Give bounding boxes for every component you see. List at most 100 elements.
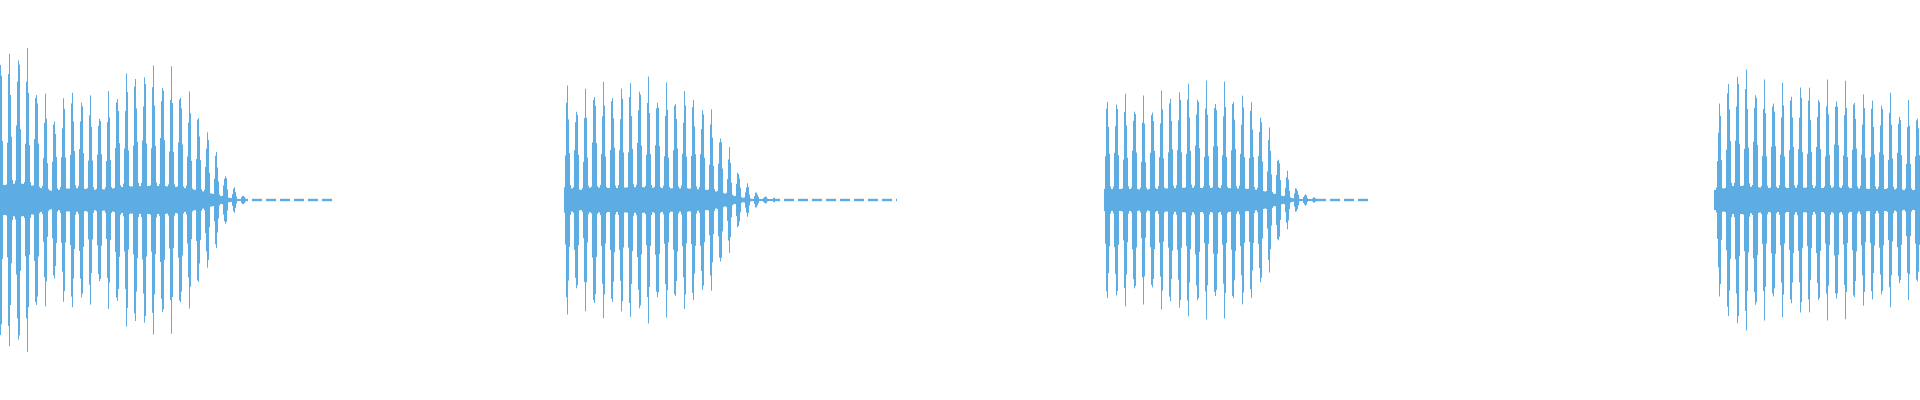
waveform-sample xyxy=(1824,186,1825,214)
waveform-sample xyxy=(1819,102,1820,298)
waveform-sample xyxy=(790,198,791,202)
waveform-sample xyxy=(160,138,161,262)
waveform-sample xyxy=(14,183,15,217)
waveform-sample xyxy=(25,143,26,257)
waveform-sample xyxy=(1345,198,1346,202)
waveform-sample xyxy=(1768,188,1769,212)
waveform-sample xyxy=(1121,189,1122,211)
waveform-sample xyxy=(1727,93,1728,307)
waveform-sample xyxy=(114,187,115,213)
waveform-sample xyxy=(1280,179,1281,221)
waveform-sample xyxy=(213,193,214,207)
waveform-sample xyxy=(1736,106,1737,294)
waveform-sample xyxy=(156,182,157,218)
waveform-sample xyxy=(1742,186,1743,214)
waveform-sample xyxy=(813,198,814,202)
waveform-sample xyxy=(760,199,761,201)
waveform-sample xyxy=(147,185,148,215)
waveform-sample xyxy=(97,154,98,246)
waveform-sample xyxy=(1257,187,1258,213)
waveform-sample xyxy=(56,157,57,243)
waveform-sample xyxy=(1162,109,1163,291)
waveform-sample xyxy=(141,182,142,218)
waveform-sample xyxy=(591,186,592,214)
waveform-sample xyxy=(1746,69,1747,331)
waveform-sample xyxy=(63,98,64,302)
waveform-sample xyxy=(1277,160,1278,240)
waveform-sample xyxy=(190,113,191,287)
waveform-sample xyxy=(81,102,82,298)
waveform-sample xyxy=(1126,125,1127,275)
waveform-sample xyxy=(206,148,207,252)
waveform-sample xyxy=(1827,79,1828,321)
waveform-sample xyxy=(173,151,174,249)
waveform-sample xyxy=(1152,112,1153,288)
waveform-sample xyxy=(565,155,566,245)
waveform-sample xyxy=(573,186,574,214)
waveform-sample xyxy=(1779,185,1780,215)
waveform-sample xyxy=(1723,188,1724,212)
waveform-sample xyxy=(168,184,169,216)
waveform-sample xyxy=(1116,104,1117,296)
waveform-sample xyxy=(1348,198,1349,202)
waveform-sample xyxy=(1825,156,1826,244)
waveform-sample xyxy=(887,198,888,202)
waveform-sample xyxy=(185,188,186,212)
waveform-sample xyxy=(315,198,316,202)
waveform-sample xyxy=(1266,191,1267,209)
waveform-sample xyxy=(90,95,91,305)
waveform-sample xyxy=(1337,198,1338,202)
waveform-sample xyxy=(1840,187,1841,213)
waveform-sample xyxy=(1352,198,1353,202)
waveform-sample xyxy=(583,161,584,239)
waveform-sample xyxy=(1728,83,1729,317)
waveform-sample xyxy=(1284,195,1285,205)
waveform-sample xyxy=(282,198,283,202)
waveform-sample xyxy=(223,185,224,215)
waveform-sample xyxy=(712,137,713,263)
waveform-sample xyxy=(1196,114,1197,286)
waveform-sample xyxy=(1179,92,1180,308)
waveform-sample xyxy=(1745,89,1746,311)
waveform-sample xyxy=(719,142,720,258)
waveform-sample xyxy=(1719,103,1720,297)
waveform-sample xyxy=(1114,152,1115,248)
waveform-sample xyxy=(260,198,261,202)
waveform-sample xyxy=(1338,198,1339,202)
waveform-sample xyxy=(1253,156,1254,244)
waveform-sample xyxy=(710,124,711,276)
waveform-sample xyxy=(1311,199,1312,201)
waveform-sample xyxy=(843,198,844,202)
waveform-sample xyxy=(1741,186,1742,214)
waveform-sample xyxy=(0,65,1,335)
waveform-sample xyxy=(1889,112,1890,288)
waveform-sample xyxy=(1796,187,1797,213)
waveform-sample xyxy=(1303,196,1304,204)
waveform-sample xyxy=(20,129,21,271)
waveform-sample xyxy=(1265,191,1266,209)
waveform-sample xyxy=(1913,190,1914,210)
waveform-sample xyxy=(1738,83,1739,317)
waveform-sample xyxy=(1724,188,1725,212)
waveform-sample xyxy=(590,187,591,213)
waveform-sample xyxy=(1250,110,1251,290)
waveform-sample xyxy=(136,108,137,292)
waveform-sample xyxy=(1798,149,1799,251)
waveform-sample xyxy=(1193,187,1194,213)
waveform-sample xyxy=(67,188,68,212)
waveform-sample xyxy=(32,185,33,215)
waveform-sample xyxy=(1856,148,1857,252)
waveform-sample xyxy=(845,198,846,202)
waveform-sample xyxy=(1323,198,1324,202)
waveform-sample xyxy=(675,104,676,296)
waveform-sample xyxy=(244,196,245,204)
waveform-sample xyxy=(37,103,38,297)
waveform-sample xyxy=(1334,198,1335,202)
waveform-sample xyxy=(1306,195,1307,205)
waveform-sample xyxy=(789,198,790,202)
waveform-sample xyxy=(216,151,217,249)
waveform-sample xyxy=(5,185,6,215)
waveform-sample xyxy=(758,196,759,204)
waveform-sample xyxy=(1218,186,1219,214)
waveform-sample xyxy=(29,145,30,255)
